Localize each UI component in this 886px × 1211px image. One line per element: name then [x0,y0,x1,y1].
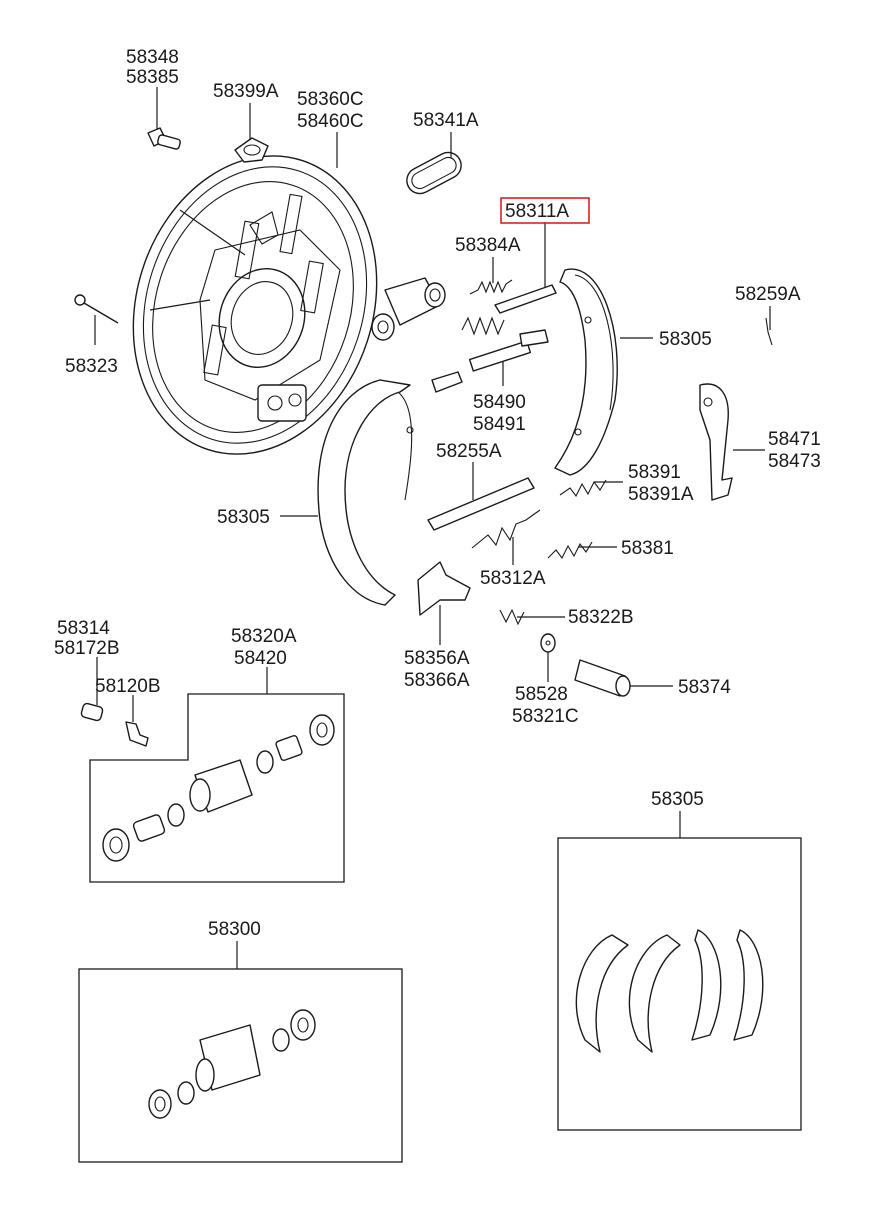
label-58473[interactable]: 58473 [768,451,821,472]
parking-lever-58471[interactable] [699,383,733,501]
label-58360C[interactable]: 58360C [297,89,364,110]
label-58311A[interactable]: 58311A [505,201,569,222]
label-58314[interactable]: 58314 [57,618,110,639]
strut-58255A[interactable] [427,477,535,531]
label-58348[interactable]: 58348 [126,47,179,68]
label-58120B[interactable]: 58120B [95,676,161,697]
label-58399A[interactable]: 58399A [213,81,279,102]
spring-58384A[interactable] [469,279,513,295]
label-58384A[interactable]: 58384A [455,235,521,256]
pin-58323[interactable] [74,294,119,324]
label-58321C[interactable]: 58321C [512,706,579,727]
brake-shoe-left[interactable] [317,379,414,606]
label-58300[interactable]: 58300 [208,919,261,940]
bolt-58348[interactable] [147,127,181,150]
label-58305-kit[interactable]: 58305 [651,789,704,810]
wheel-cylinder-kit-box [89,693,345,883]
label-58255A[interactable]: 58255A [436,441,502,462]
label-58391[interactable]: 58391 [628,462,681,483]
label-58471[interactable]: 58471 [768,429,821,450]
label-58320A[interactable]: 58320A [231,626,297,647]
label-58172B[interactable]: 58172B [54,638,120,659]
leader-lines [94,87,771,969]
label-58356A[interactable]: 58356A [404,648,470,669]
seal-58341A[interactable] [402,148,465,198]
spring-58312A[interactable] [471,509,541,549]
adjuster-58490[interactable] [431,329,549,393]
brake-shoe-kit-box [557,837,802,1131]
wheel-cylinder-installed[interactable] [371,277,446,341]
part-labels: 58348 58385 58399A 58360C 58460C 58341A … [54,47,821,940]
label-58460C[interactable]: 58460C [297,111,364,132]
label-58312A[interactable]: 58312A [480,568,546,589]
adjuster-lever-58311A[interactable] [494,284,557,314]
plug-58399A[interactable] [234,137,269,163]
cap-58314[interactable] [80,702,104,722]
wheel-cylinder-box [78,968,403,1163]
label-58420[interactable]: 58420 [234,648,287,669]
label-58341A[interactable]: 58341A [413,110,479,131]
label-58305-right[interactable]: 58305 [659,329,712,350]
label-58374[interactable]: 58374 [678,677,731,698]
highlight-frame [500,197,590,224]
washer-58528[interactable] [540,633,556,653]
label-58366A[interactable]: 58366A [404,670,470,691]
adjuster-spring[interactable] [461,316,505,336]
pin-58374[interactable] [574,659,631,697]
clip-58259A[interactable] [765,317,773,346]
label-58490[interactable]: 58490 [473,392,526,413]
backing-plate[interactable] [96,124,414,486]
label-58305-left[interactable]: 58305 [217,507,270,528]
bleeder-58120B[interactable] [125,721,149,747]
label-58322B[interactable]: 58322B [568,607,634,628]
label-58323[interactable]: 58323 [65,356,118,377]
spring-58391[interactable] [559,479,607,498]
retainer-plate-58356A[interactable] [417,561,471,616]
label-58528[interactable]: 58528 [515,684,568,705]
label-58381[interactable]: 58381 [621,538,674,559]
label-58391A[interactable]: 58391A [628,484,694,505]
spring-58381[interactable] [547,541,593,560]
label-58491[interactable]: 58491 [473,414,526,435]
spring-58322B[interactable] [499,608,525,626]
label-58259A[interactable]: 58259A [735,284,801,305]
label-58385[interactable]: 58385 [126,67,179,88]
brake-shoe-right[interactable] [554,268,618,476]
